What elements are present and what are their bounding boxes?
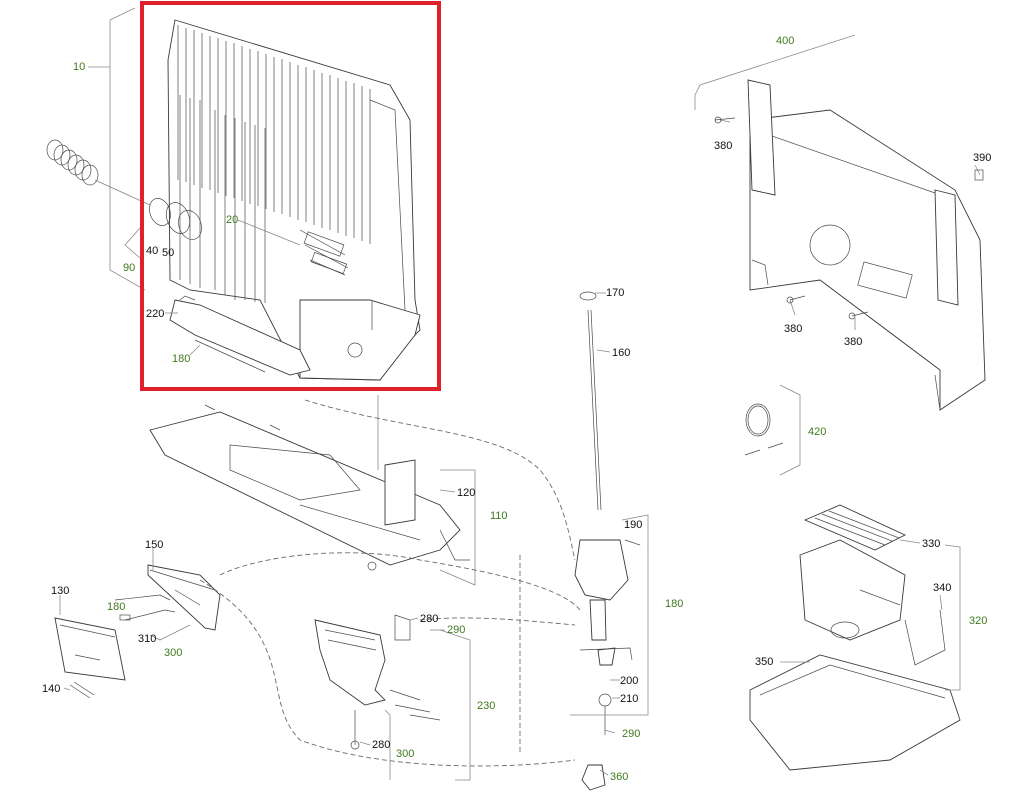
- label-300-left: 300: [164, 647, 182, 659]
- label-230: 230: [477, 700, 495, 712]
- label-390: 390: [973, 152, 991, 164]
- label-320: 320: [969, 615, 987, 627]
- label-290-valve: 290: [622, 728, 640, 740]
- gas-valve-assembly: [574, 291, 641, 791]
- label-380-a: 380: [714, 140, 732, 152]
- label-50: 50: [162, 247, 174, 259]
- highlight-box: [140, 1, 441, 391]
- o-rings-40-50: [149, 198, 202, 240]
- label-170: 170: [606, 287, 624, 299]
- label-400: 400: [776, 35, 794, 47]
- o-ring-420: [744, 384, 801, 476]
- label-280-top: 280: [420, 613, 438, 625]
- base-plate-assembly: [149, 404, 470, 571]
- label-140: 140: [42, 683, 60, 695]
- label-180-top: 180: [172, 353, 190, 365]
- control-unit-150: [147, 564, 221, 631]
- label-90: 90: [123, 262, 135, 274]
- label-200: 200: [620, 675, 638, 687]
- label-220: 220: [146, 308, 164, 320]
- label-380-c: 380: [844, 336, 862, 348]
- label-40: 40: [146, 245, 158, 257]
- label-130: 130: [51, 585, 69, 597]
- hoses: [199, 399, 581, 767]
- label-420: 420: [808, 426, 826, 438]
- label-180-cable: 180: [107, 601, 125, 613]
- label-120: 120: [457, 487, 475, 499]
- label-330: 330: [922, 538, 940, 550]
- tray-350: [749, 654, 961, 771]
- cover-assembly-400: [747, 79, 986, 411]
- label-350: 350: [755, 656, 773, 668]
- grille-330: [803, 504, 907, 551]
- label-340: 340: [933, 582, 951, 594]
- screws-380: [714, 116, 984, 320]
- burner-assembly-230: [314, 614, 441, 750]
- label-210: 210: [620, 693, 638, 705]
- label-310: 310: [138, 633, 156, 645]
- label-150: 150: [145, 539, 163, 551]
- label-280-bottom: 280: [372, 739, 390, 751]
- control-box-130: [54, 617, 126, 681]
- burner-rod-220-180: [169, 295, 311, 376]
- spring-part: [46, 139, 151, 206]
- label-180-valve: 180: [665, 598, 683, 610]
- label-360: 360: [610, 771, 628, 783]
- bracket-340: [904, 609, 946, 666]
- box-320: [799, 539, 906, 641]
- label-380-b: 380: [784, 323, 802, 335]
- label-290-burner: 290: [447, 624, 465, 636]
- label-160: 160: [612, 347, 630, 359]
- cables-180-310: [114, 594, 176, 621]
- part-140: [69, 681, 95, 699]
- label-20: 20: [226, 214, 238, 226]
- heat-exchanger-assembly: [167, 19, 421, 381]
- label-10: 10: [73, 61, 85, 73]
- label-300-bottom: 300: [396, 748, 414, 760]
- label-110: 110: [490, 510, 508, 522]
- label-190: 190: [624, 519, 642, 531]
- part-labels: 10 20 40 50 90 220 180 400 380 390 380 3…: [42, 35, 991, 783]
